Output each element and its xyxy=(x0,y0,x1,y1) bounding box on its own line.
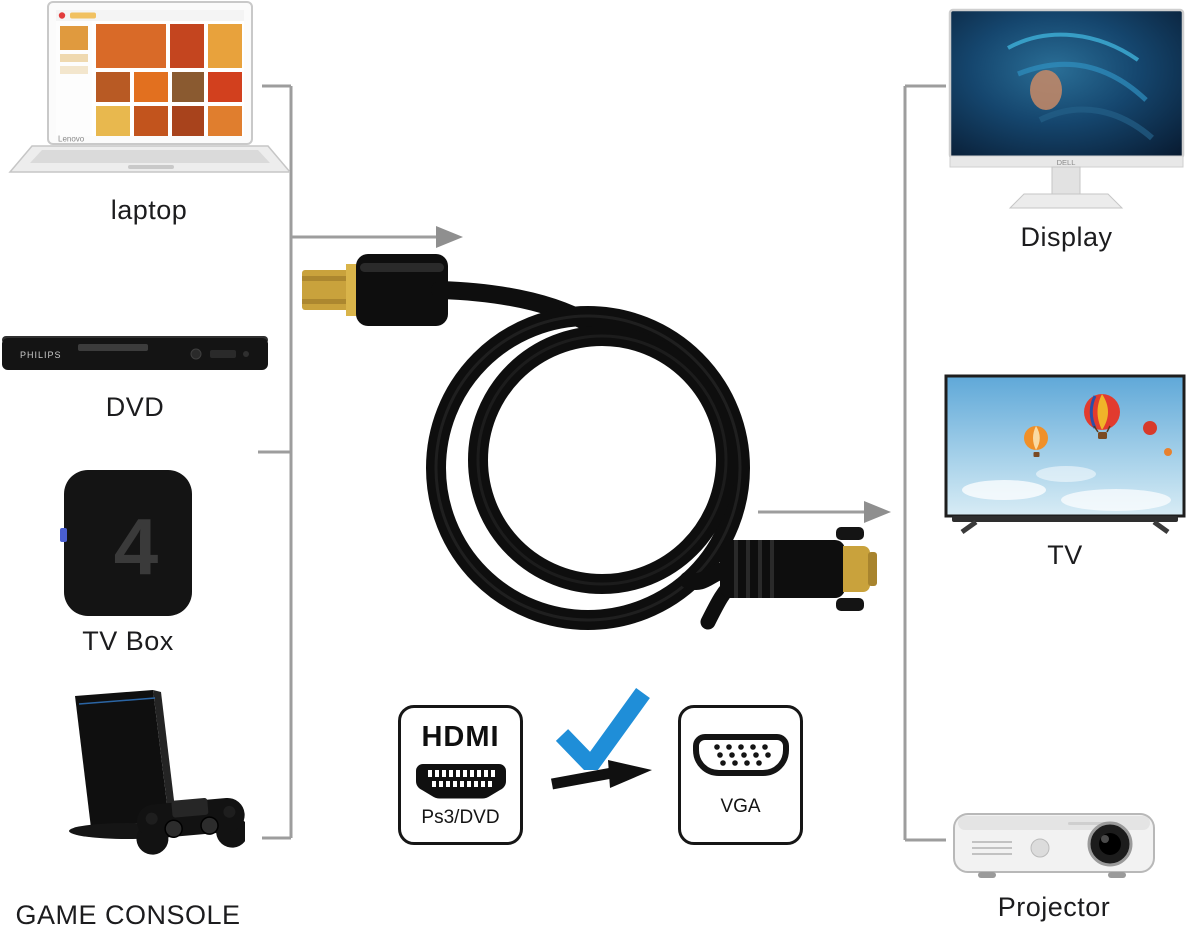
compatibility-checkmark-icon xyxy=(555,688,650,770)
vga-connector xyxy=(700,527,877,630)
hdmi-port-icon xyxy=(415,763,506,798)
laptop-illustration: Lenovo xyxy=(8,1,290,173)
laptop-brand-text: Lenovo xyxy=(58,135,85,144)
tv-illustration xyxy=(944,374,1186,535)
tv-box-illustration: 4 xyxy=(60,470,192,616)
hot-air-balloon-medium xyxy=(1024,426,1048,457)
display-label: Display xyxy=(1020,222,1113,252)
game-controller xyxy=(136,797,245,855)
tv-box-badge-text: 4 xyxy=(114,502,159,591)
game-console-label: GAME CONSOLE xyxy=(15,900,241,930)
tv-label: TV xyxy=(1047,540,1083,570)
dvd-player-illustration: PHILIPS xyxy=(2,336,268,370)
conversion-arrow-icon xyxy=(551,760,652,790)
laptop-label: laptop xyxy=(110,195,188,225)
vga-title: VGA xyxy=(720,796,761,817)
hdmi-port-box: HDMI Ps3/DVD xyxy=(398,705,523,845)
left-bracket-line xyxy=(258,84,293,840)
game-console-illustration xyxy=(69,690,245,855)
right-bracket-line xyxy=(903,84,946,842)
display-brand-text: DELL xyxy=(1057,158,1076,167)
target-arrowhead-icon xyxy=(864,501,891,523)
dvd-brand-text: PHILIPS xyxy=(20,350,62,360)
projector-label: Projector xyxy=(997,892,1111,922)
dvd-label: DVD xyxy=(105,392,165,422)
source-arrowhead-icon xyxy=(436,226,463,248)
vga-port-box: VGA xyxy=(678,705,803,845)
hdmi-vga-cable-illustration xyxy=(302,254,877,630)
tv-box-label: TV Box xyxy=(82,626,174,656)
hot-air-balloon-large xyxy=(1084,394,1120,439)
hdmi-connector xyxy=(302,254,448,326)
hdmi-title: HDMI xyxy=(421,720,500,753)
vga-port-icon xyxy=(692,734,789,776)
projector-illustration xyxy=(953,813,1155,878)
hdmi-subtitle: Ps3/DVD xyxy=(421,807,500,829)
hot-air-balloon-small xyxy=(1143,421,1157,435)
display-illustration: DELL xyxy=(948,8,1185,209)
